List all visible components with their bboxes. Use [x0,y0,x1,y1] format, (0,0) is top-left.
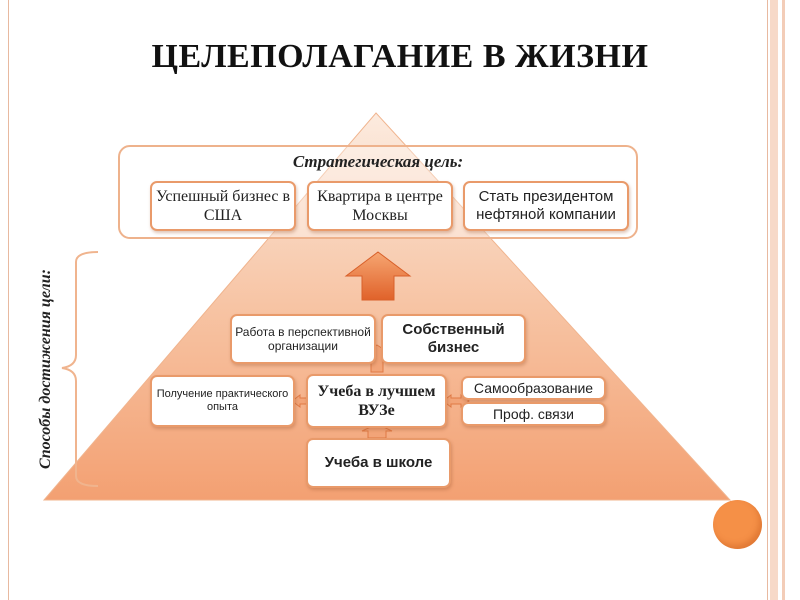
goal-text: Стать президентом нефтяной компании [476,188,616,223]
page-title: ЦЕЛЕПОЛАГАНИЕ В ЖИЗНИ [151,38,649,75]
box-text: Проф. связи [492,405,575,422]
box-text: Работа в перспективной организации [235,324,371,353]
side-label-text: Способы достижения цели: [37,269,54,469]
goal-text: Успешный бизнес в США [155,187,291,224]
box-text: Учеба в школе [324,454,433,471]
box-prospective-work: Работа в перспективной организации [230,314,376,364]
goal-box-business-usa: Успешный бизнес в США [150,181,296,231]
box-practical-experience: Получение практического опыта [150,375,295,427]
bracket [61,251,99,487]
goal-text: Квартира в центре Москвы [317,187,443,224]
decorative-band [770,0,778,600]
decorative-band [782,0,785,600]
decorative-circle [713,500,762,549]
goal-box-apartment-moscow: Квартира в центре Москвы [307,181,453,231]
box-school: Учеба в школе [306,438,451,488]
strategic-goal-label: Стратегическая цель: [292,152,464,171]
box-self-education: Самообразование [461,376,606,400]
box-professional-connections: Проф. связи [461,402,606,426]
big-up-arrow [344,251,412,301]
slide-border [8,0,768,600]
goal-box-oil-president: Стать президентом нефтяной компании [463,181,629,231]
box-best-university: Учеба в лучшем ВУЗе [306,374,447,428]
box-text: Самообразование [473,379,594,396]
box-text: Собственный бизнес [402,321,505,356]
box-own-business: Собственный бизнес [381,314,526,364]
side-label: Способы достижения цели: [36,240,56,498]
box-text: Учеба в лучшем ВУЗе [317,382,436,419]
box-text: Получение практического опыта [156,387,289,413]
